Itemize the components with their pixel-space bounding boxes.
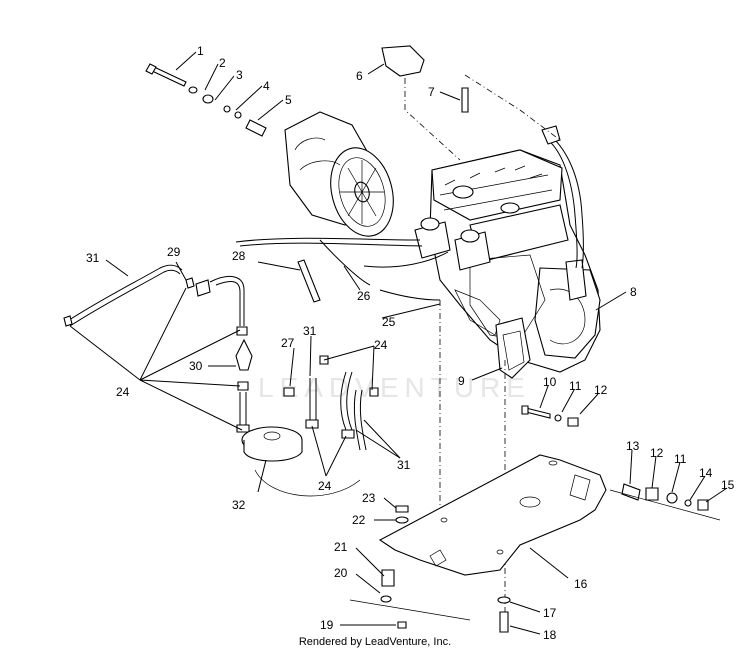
callout-20: 20 xyxy=(334,566,348,580)
leader-lines xyxy=(69,51,728,635)
callouts: 1 2 3 4 5 6 7 8 9 10 11 12 13 12 11 14 1… xyxy=(86,44,735,642)
callout-19: 19 xyxy=(320,618,334,632)
callout-30: 30 xyxy=(189,359,203,373)
callout-24-left: 24 xyxy=(116,385,130,399)
engine-block xyxy=(414,125,601,379)
callout-14: 14 xyxy=(699,466,713,480)
cables xyxy=(235,237,449,303)
callout-12b: 12 xyxy=(650,446,664,460)
callout-16: 16 xyxy=(574,577,588,591)
callout-12: 12 xyxy=(594,383,608,397)
footer-credit: Rendered by LeadVenture, Inc. xyxy=(298,636,452,648)
callout-4: 4 xyxy=(263,79,270,93)
callout-31-right: 31 xyxy=(397,458,411,472)
callout-31-upper: 31 xyxy=(303,324,317,338)
bolt-stack-right xyxy=(521,405,721,521)
callout-11: 11 xyxy=(569,379,582,393)
callout-24-upper: 24 xyxy=(374,338,388,352)
callout-11b: 11 xyxy=(674,452,687,466)
hardware-lower xyxy=(349,505,511,633)
callout-26: 26 xyxy=(357,289,371,303)
callout-8: 8 xyxy=(630,285,637,299)
callout-1: 1 xyxy=(197,44,204,58)
bolt-stack-upper xyxy=(145,63,267,137)
callout-25: 25 xyxy=(382,315,396,329)
callout-13: 13 xyxy=(626,439,640,453)
fuel-lines xyxy=(63,264,379,497)
spark-plug xyxy=(461,87,469,113)
callout-18: 18 xyxy=(543,628,557,642)
callout-9: 9 xyxy=(458,374,465,388)
callout-15: 15 xyxy=(721,478,735,492)
callout-27: 27 xyxy=(281,336,295,350)
ignition-cover xyxy=(381,45,425,77)
mounting-plate xyxy=(378,454,607,576)
callout-3: 3 xyxy=(236,68,243,82)
callout-28: 28 xyxy=(232,249,246,263)
callout-22: 22 xyxy=(352,513,366,527)
callout-17: 17 xyxy=(543,606,557,620)
callout-23: 23 xyxy=(362,491,376,505)
callout-31-left: 31 xyxy=(86,251,100,265)
callout-2: 2 xyxy=(219,56,226,70)
callout-5: 5 xyxy=(285,93,292,107)
watermark: LEADVENTURE xyxy=(258,372,531,403)
callout-7: 7 xyxy=(428,85,435,99)
callout-24-lower: 24 xyxy=(318,479,332,493)
recoil-starter xyxy=(284,111,394,237)
callout-32: 32 xyxy=(232,498,246,512)
callout-29: 29 xyxy=(167,245,181,259)
callout-10: 10 xyxy=(543,375,557,389)
callout-6: 6 xyxy=(356,69,363,83)
callout-21: 21 xyxy=(334,540,348,554)
